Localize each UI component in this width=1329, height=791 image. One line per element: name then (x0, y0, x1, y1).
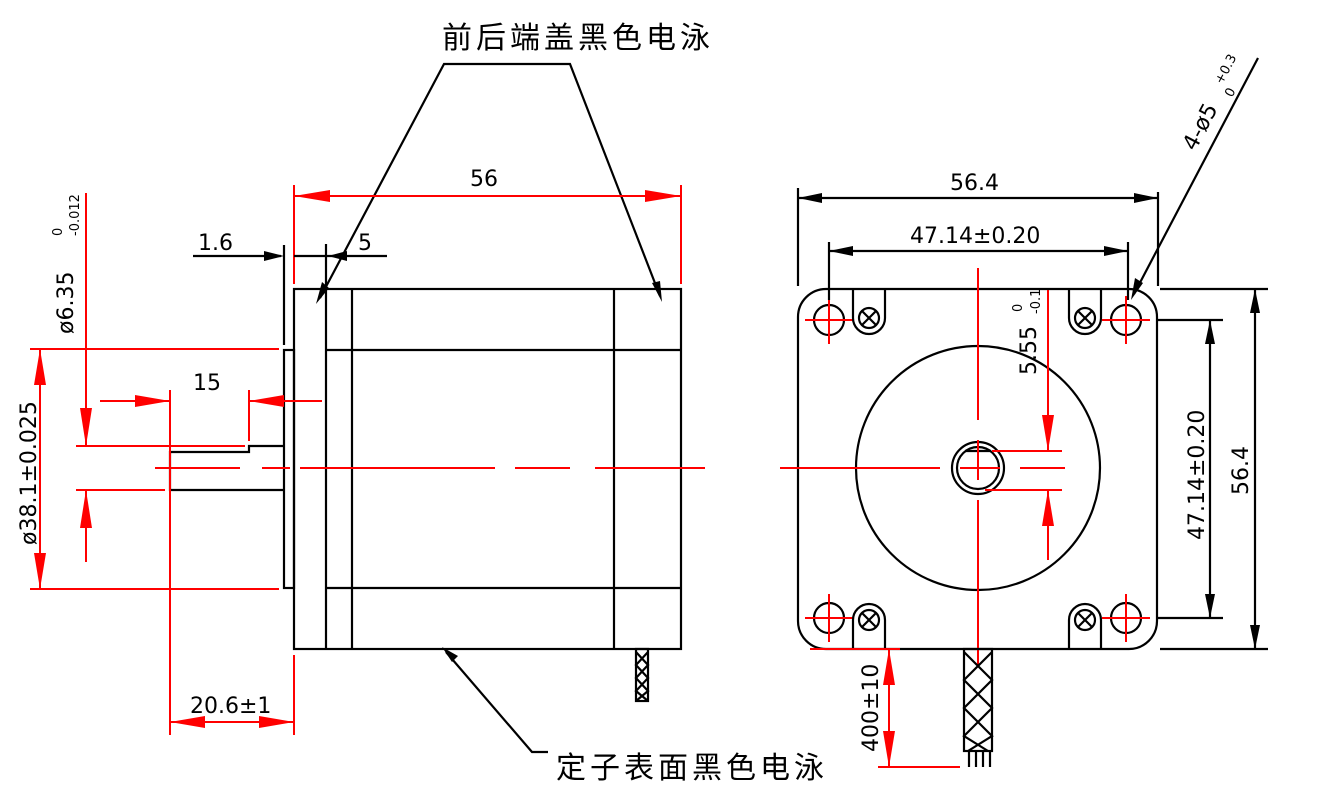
shaft (168, 444, 284, 492)
hole-spacing-x-label: 47.14±0.20 (910, 224, 1040, 249)
shaft-length-label: 20.6±1 (190, 694, 271, 719)
mounting-hole-bl (805, 594, 853, 642)
mounting-holes-upper-tol: +0.3 (1212, 52, 1240, 87)
dim-shaft-length: 20.6±1 (170, 655, 295, 735)
front-view: 56.4 47.14±0.20 56.4 47.14±0. (780, 52, 1268, 768)
overall-width-label: 56.4 (950, 171, 999, 196)
dim-lead-length: 400±10 (810, 648, 960, 768)
end-cap-depth-label: 5 (358, 231, 372, 256)
dim-overall-height: 56.4 (1160, 287, 1268, 651)
mounting-hole-br (1102, 594, 1150, 642)
dim-body-length: 56 (293, 167, 682, 284)
mounting-hole-tr (1102, 296, 1150, 344)
mounting-hole-tl (805, 296, 853, 344)
screw-br (1067, 602, 1103, 649)
shaft-diameter-label: ø6.35 (54, 272, 79, 334)
dim-hole-spacing-x: 47.14±0.20 (827, 224, 1130, 300)
end-caps-leader (316, 62, 662, 304)
flat-depth-label: 5.55 (1017, 326, 1042, 375)
mounting-holes-label: 4-ø5 (1178, 99, 1223, 154)
stator-note: 定子表面黑色电泳 (556, 751, 828, 786)
dim-flat-length: 15 (100, 371, 322, 735)
body-length-label: 56 (470, 167, 498, 192)
flat-depth-lower-tol: -0.1 (1029, 289, 1044, 314)
screw-tr (1067, 289, 1103, 336)
front-centerlines (780, 268, 1065, 665)
stator-note-leader (442, 647, 548, 754)
flange-thickness-label: 1.6 (198, 231, 233, 256)
mounting-holes-leader: 4-ø5 +0.3 0 (1131, 52, 1259, 300)
shaft-diameter-lower-tol: -0.012 (68, 194, 83, 236)
dim-pilot-diameter: ø38.1±0.025 (17, 348, 279, 590)
dim-overall-width: 56.4 (796, 171, 1160, 286)
shaft-diameter-upper-tol: 0 (51, 228, 66, 236)
flat-length-label: 15 (193, 371, 221, 396)
screw-bl (851, 602, 887, 649)
screw-tl (851, 289, 887, 336)
front-lead-cable (962, 647, 994, 767)
hole-spacing-y-label: 47.14±0.20 (1185, 410, 1210, 540)
flat-depth-upper-tol: 0 (1011, 304, 1026, 312)
overall-height-label: 56.4 (1229, 446, 1254, 495)
end-caps-note: 前后端盖黑色电泳 (442, 21, 714, 56)
side-view: 56 1.6 5 ø6.35 0 -0.012 (17, 167, 705, 754)
side-lead-cable (634, 647, 650, 703)
dim-flange-thickness: 1.6 (193, 231, 286, 345)
dim-hole-spacing-y: 47.14±0.20 (1158, 318, 1223, 620)
dim-shaft-diameter: ø6.35 0 -0.012 (51, 193, 245, 562)
dim-end-cap-depth: 5 (294, 231, 387, 287)
dim-flat-depth: 5.55 0 -0.1 (985, 289, 1062, 560)
pilot-diameter-label: ø38.1±0.025 (17, 401, 42, 545)
lead-length-label: 400±10 (859, 664, 884, 752)
